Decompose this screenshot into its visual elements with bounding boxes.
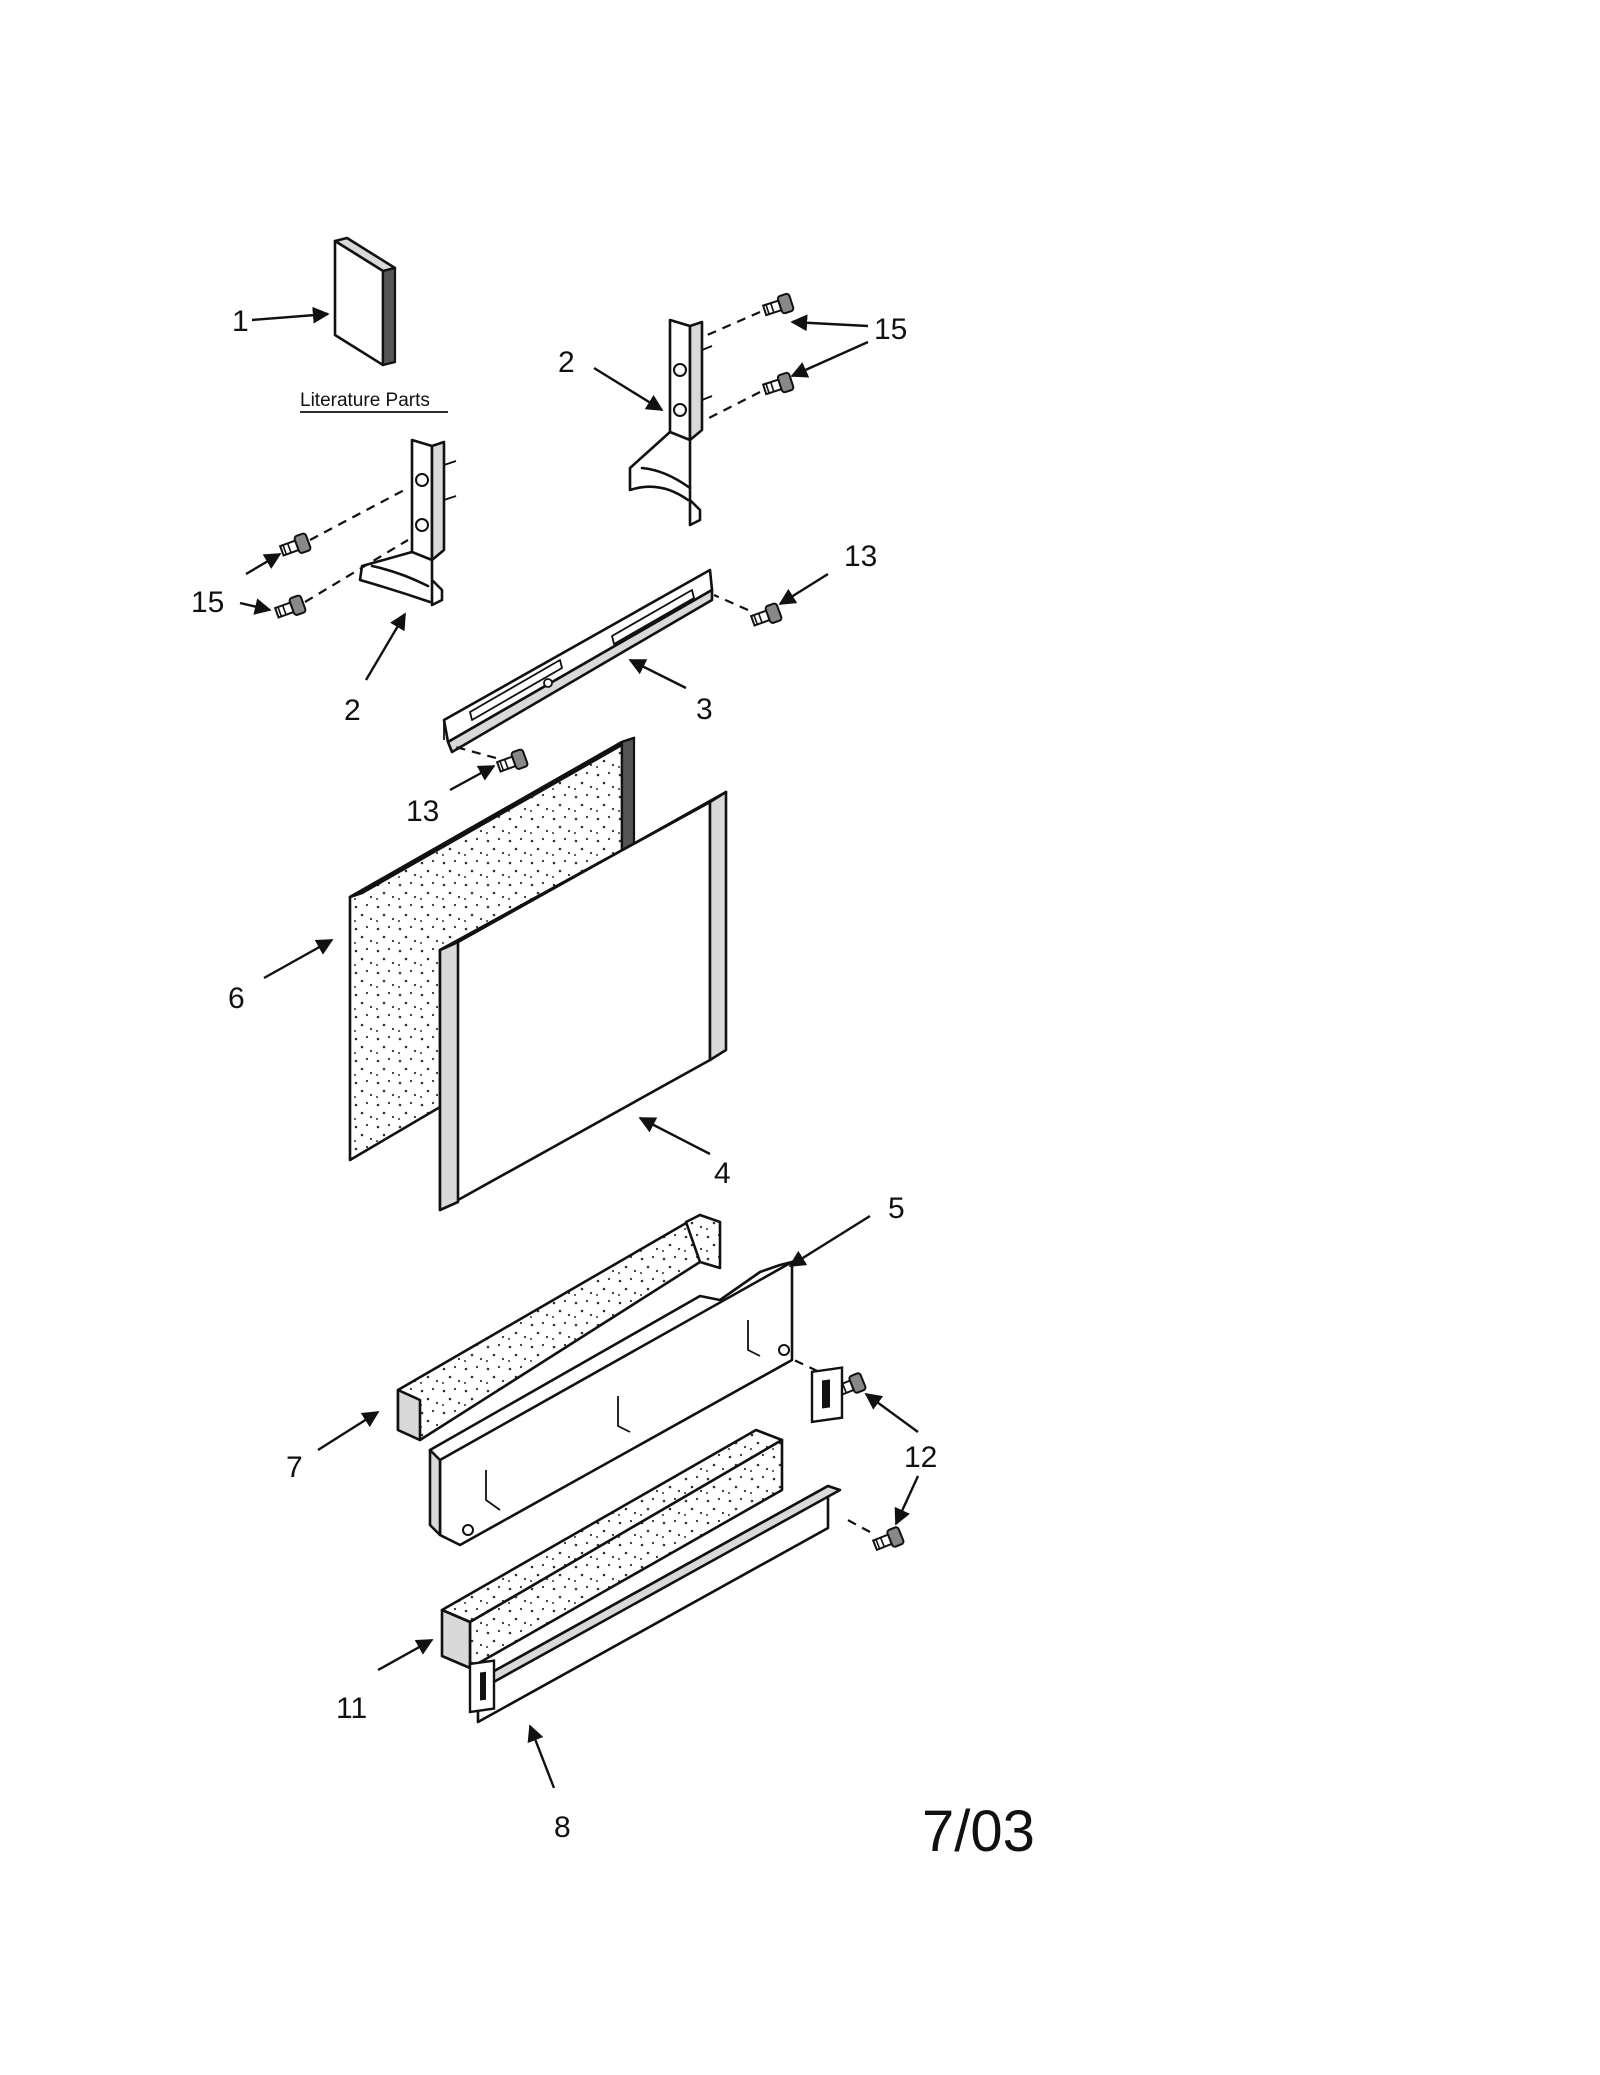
callout-15-right: 15	[874, 313, 907, 346]
callout-11: 11	[336, 1692, 367, 1725]
callout-7: 7	[286, 1451, 303, 1484]
literature-part	[333, 236, 397, 367]
leader-dash	[451, 744, 497, 760]
foam-block	[440, 1428, 784, 1670]
screw-icon	[870, 1525, 906, 1555]
toe-kick-bracket	[428, 1260, 794, 1547]
mounting-rail	[442, 568, 714, 754]
screw-icon	[494, 747, 530, 777]
literature-caption: Literature Parts	[300, 390, 430, 411]
callout-2-top: 2	[558, 346, 575, 379]
screw-icon	[277, 531, 313, 561]
screw-icon	[760, 371, 796, 399]
callout-2-left: 2	[344, 694, 361, 727]
leader-dash	[704, 391, 761, 421]
callout-13-left: 13	[406, 795, 439, 828]
leader-dash	[713, 593, 749, 612]
callout-13-right: 13	[844, 540, 877, 573]
callout-4: 4	[714, 1157, 731, 1190]
callout-8: 8	[554, 1811, 571, 1844]
callout-12: 12	[904, 1441, 937, 1474]
kick-plate	[468, 1366, 844, 1724]
foam-strip	[396, 1213, 722, 1442]
leader-dash	[304, 539, 409, 603]
screw-icon	[760, 292, 796, 320]
callout-6: 6	[228, 982, 245, 1015]
date-code: 7/03	[922, 1799, 1035, 1864]
hinge-bracket-right	[628, 318, 713, 527]
screw-icon	[748, 601, 784, 631]
callout-1: 1	[232, 305, 249, 338]
leader-dash	[704, 310, 761, 338]
door-panel	[438, 790, 728, 1212]
callout-15-left: 15	[191, 586, 224, 619]
leader-dash	[309, 487, 409, 541]
screw-icon	[272, 593, 308, 623]
callout-3: 3	[696, 693, 713, 726]
leader-dash	[843, 1517, 871, 1533]
hinge-bracket-left	[358, 438, 457, 607]
callout-5: 5	[888, 1192, 905, 1225]
leader-arrows	[239, 306, 920, 1789]
